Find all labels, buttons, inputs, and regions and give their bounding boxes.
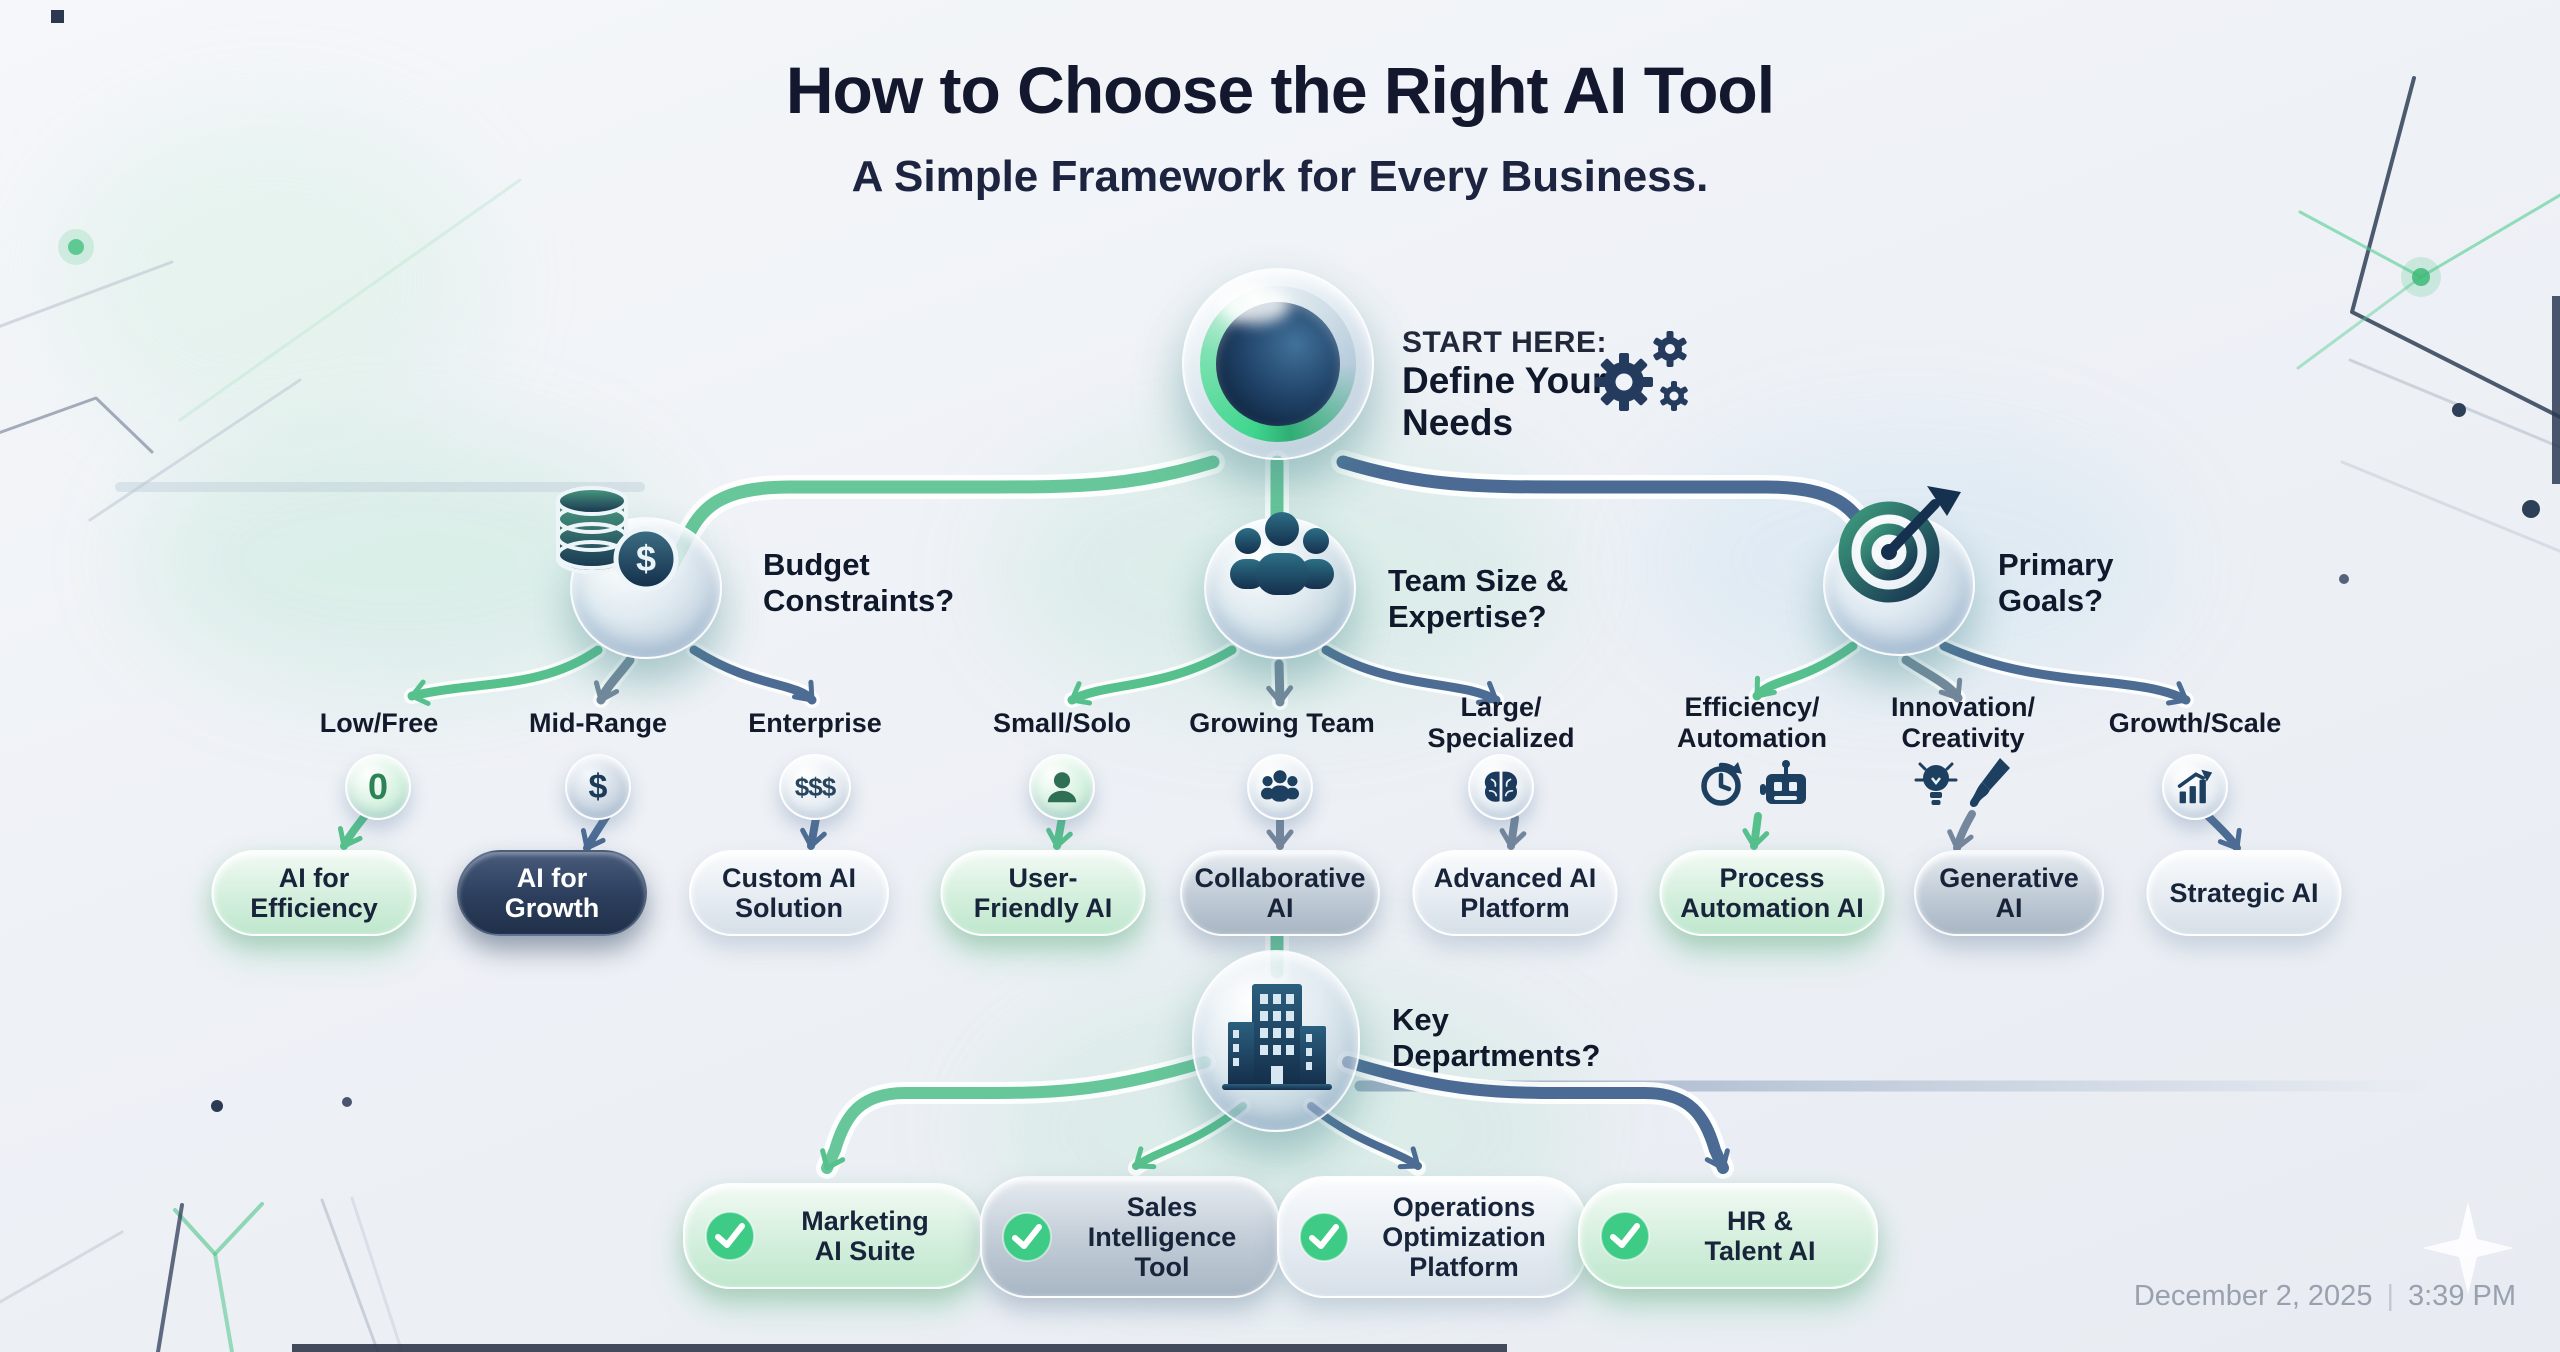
dept-label: Sales Intelligence Tool [1087,1192,1237,1282]
result-label: Process Automation AI [1680,863,1864,923]
badge-zero-text: 0 [367,766,389,807]
result-generative-ai: Generative AI [1914,850,2104,936]
dept-hr-talent-ai: HR & Talent AI [1578,1183,1878,1289]
timestamp: December 2, 2025 | 3:39 PM [2134,1280,2516,1313]
badge-dollar: $ [565,754,631,820]
person-badge [1029,754,1095,820]
result-label: Advanced AI Platform [1433,863,1597,923]
bottom-bar-decoration [292,1344,1507,1352]
growth-chart-badge [2162,754,2228,820]
budget-node: $ [556,486,722,659]
budget-option-enterprise: Enterprise [748,708,882,738]
goals-option-growth-scale: Growth/​Scale [2108,708,2282,738]
dept-operations-optimization-platform: Operations Optimization Platform [1277,1176,1587,1298]
team-group-icon [1230,512,1334,595]
target-arrow-icon [1838,486,1961,603]
people-badge [1247,754,1313,820]
result-label: Custom AI Solution [722,863,856,923]
check-icon [705,1211,755,1261]
dept-label: Marketing AI Suite [801,1206,929,1266]
badge-triple-dollar-text: $$$ [794,771,836,802]
departments-node [1192,950,1360,1132]
brain-badge [1468,754,1534,820]
badge-triple-dollar: $$$ [779,754,851,820]
brain-icon [1484,771,1518,802]
result-collaborative-ai: Collaborative AI [1180,850,1380,936]
people-icon [1261,770,1299,802]
dept-label: Operations Optimization Platform [1382,1192,1546,1282]
dept-sales-intelligence-tool: Sales Intelligence Tool [980,1176,1280,1298]
budget-option-low-free: Low/​Free [319,708,439,738]
bulb-brush-combo [1912,756,2014,812]
start-kicker: START HERE: [1402,326,1607,359]
date-text: December 2, 2025 [2133,1280,2373,1312]
result-custom-ai-solution: Custom AI Solution [689,850,889,936]
team-option-small-solo: Small/​Solo [992,708,1132,738]
clock-icon [1701,762,1742,806]
dept-marketing-ai-suite: Marketing AI Suite [683,1183,983,1289]
sparkle-icon [2422,1202,2514,1294]
result-user-friendly-ai: User-Friendly AI [940,850,1146,936]
result-label: AI for Growth [504,863,600,923]
badge-dollar-text: $ [588,767,608,806]
result-process-automation-ai: Process Automation AI [1659,850,1885,936]
result-label: Collaborative AI [1194,863,1366,923]
budget-question: Budget Constraints? [763,547,955,618]
start-node-highlight [1218,286,1290,324]
robot-icon [1760,760,1806,804]
coins-dollar-icon: $ [556,486,679,592]
team-question: Team Size & Expertise? [1388,563,1569,634]
dept-label: HR & Talent AI [1704,1206,1816,1266]
budget-option-mid-range: Mid-Range [529,708,667,738]
goals-option-innovation-creativity: Innovation/​Creativity [1891,692,2035,753]
result-label: Generative AI [1939,863,2079,923]
result-label: User-Friendly AI [973,863,1113,923]
result-ai-for-growth: AI for Growth [457,850,647,936]
check-icon [1002,1212,1052,1262]
person-icon [1047,772,1077,803]
lightbulb-icon [1914,762,1958,805]
check-icon [1299,1212,1349,1262]
start-node-core [1216,302,1340,426]
goals-node [1823,486,1975,656]
departments-question: Key Departments? [1392,1002,1601,1073]
page-subtitle: A Simple Framework for Every Business. [851,152,1709,201]
buildings-icon [1222,984,1332,1090]
result-label: AI for Efficiency [250,863,378,923]
team-option-large-specialized: Large/​Specialized [1427,692,1575,753]
team-node [1204,512,1356,659]
corner-square-decoration [51,10,64,23]
gears-icon [1595,331,1688,411]
start-node [1182,268,1374,460]
right-edge-bar-decoration [2552,296,2560,484]
date-separator: | [2386,1280,2394,1312]
page-title: How to Choose the Right AI Tool [785,53,1775,127]
goals-question: Primary Goals? [1998,547,2114,618]
goals-option-efficiency-automation: Efficiency/​Automation [1677,692,1827,753]
time-text: 3:39 PM [2408,1280,2516,1312]
svg-text:$: $ [636,538,656,579]
result-ai-for-efficiency: AI for Efficiency [211,850,417,936]
team-option-growing-team: Growing Team [1189,708,1375,738]
check-icon [1600,1211,1650,1261]
badge-zero: 0 [345,754,411,820]
result-label: Strategic AI [2169,878,2319,908]
clock-robot-combo [1696,758,1808,810]
start-label: Define Your Needs [1402,360,1607,443]
result-advanced-ai-platform: Advanced AI Platform [1412,850,1618,936]
paintbrush-icon [1969,758,2010,807]
chart-icon [2177,769,2213,804]
result-strategic-ai: Strategic AI [2146,850,2342,936]
